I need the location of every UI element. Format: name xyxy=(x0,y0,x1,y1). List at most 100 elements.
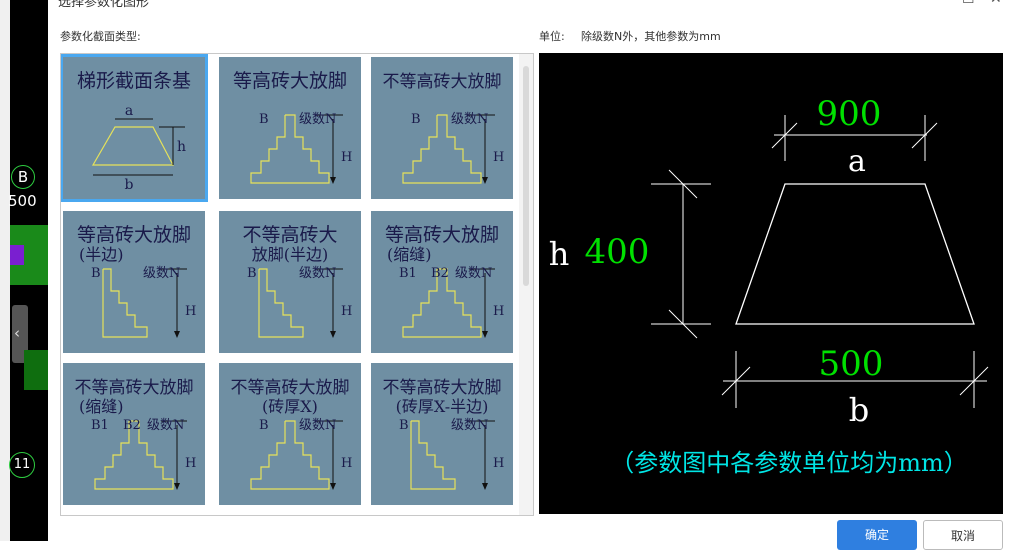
purple-block xyxy=(10,245,24,265)
parametric-shape-dialog: 选择参数化图形 ☐ ✕ 参数化截面类型: 单位: 除级数N外，其他参数为mm 不… xyxy=(48,0,1011,550)
tile-title: 不等高砖大 xyxy=(242,224,337,246)
shape-tile[interactable]: 梯形截面条基 a h b xyxy=(61,54,208,202)
preview-unit-note: （参数图中各参数单位均为mm） xyxy=(610,449,968,477)
close-icon[interactable]: ✕ xyxy=(990,0,1002,7)
tile-subtitle: (砖厚X-半边) xyxy=(396,397,489,416)
tile-label-b: B xyxy=(399,418,409,433)
arrow-down-icon xyxy=(174,483,180,490)
green-block-lower xyxy=(24,350,48,390)
tile-title: 梯形截面条基 xyxy=(77,70,191,92)
arrow-down-icon xyxy=(330,177,336,184)
shape-tile-drawing: 梯形截面条基 a h b xyxy=(77,70,191,193)
shape-tile-drawing: 不等高砖大放脚(砖厚X-半边) B 级数N H xyxy=(383,378,504,490)
tile-label-n: 级数N xyxy=(451,112,488,127)
dialog-title: 选择参数化图形 xyxy=(58,0,150,10)
shape-tile-drawing: 不等高砖大放脚(缩缝) B1 B2 级数N H xyxy=(75,378,196,490)
tile-label-n: 级数N xyxy=(299,112,336,127)
tile-label-h: H xyxy=(185,456,196,471)
tile-label-b1: B1 xyxy=(91,418,109,433)
tile-title: 等高砖大放脚 xyxy=(385,224,499,246)
dim-a-label: a xyxy=(848,144,866,179)
tile-label-h: H xyxy=(341,456,352,471)
tile-subtitle: (半边) xyxy=(79,245,124,264)
tile-title: 不等高砖大放脚 xyxy=(383,72,502,92)
brick-footing-shape xyxy=(402,268,482,338)
tile-label-b: b xyxy=(125,177,134,193)
dim-h-tick-bottom xyxy=(668,309,698,339)
tile-label-h: H xyxy=(493,456,504,471)
brick-footing-shape xyxy=(102,268,148,338)
scrollbar-thumb[interactable] xyxy=(523,66,529,286)
tile-label-h: H xyxy=(341,304,352,319)
tile-label-b2: B2 xyxy=(123,418,141,433)
tile-label-b: B xyxy=(259,418,269,433)
shape-preview: 900 a h 400 500 b （参数图中各参数单位均为mm） xyxy=(539,53,1003,514)
tile-title: 不等高砖大放脚 xyxy=(75,378,194,398)
tile-label-b: B xyxy=(411,112,421,127)
brick-footing-shape xyxy=(250,420,330,490)
dim-b-value: 500 xyxy=(819,344,884,384)
ok-button[interactable]: 确定 xyxy=(837,520,917,550)
axis-bubble-11: 11 xyxy=(9,452,35,478)
tile-label-n: 级数N xyxy=(299,418,336,433)
tile-subtitle: (缩缝) xyxy=(387,245,432,264)
trapezoid-shape xyxy=(735,183,975,325)
tile-title: 等高砖大放脚 xyxy=(77,224,191,246)
cancel-button[interactable]: 取消 xyxy=(923,520,1003,550)
tile-subtitle: 放脚(半边) xyxy=(252,245,329,264)
tile-label-n: 级数N xyxy=(455,266,492,281)
tile-label-n: 级数N xyxy=(451,418,488,433)
axis-bubble-b: B xyxy=(11,165,35,189)
section-type-label: 参数化截面类型: xyxy=(60,30,141,43)
collapse-chevron-icon[interactable]: ‹ xyxy=(14,324,20,342)
tile-title: 不等高砖大放脚 xyxy=(383,378,502,398)
brick-footing-shape xyxy=(250,114,330,184)
dim-b-label: b xyxy=(849,391,869,429)
brick-footing-shape xyxy=(410,420,456,490)
arrow-down-icon xyxy=(482,331,488,338)
dim-h-tick-top xyxy=(668,169,698,199)
tile-title: 不等高砖大放脚 xyxy=(231,378,350,398)
trapezoid-shape xyxy=(91,126,174,166)
shape-tile[interactable]: 不等高砖大放脚(砖厚X-半边) B 级数N H xyxy=(371,363,513,505)
tile-subtitle: (缩缝) xyxy=(79,397,124,416)
arrow-down-icon xyxy=(330,331,336,338)
tile-label-n: 级数N xyxy=(147,418,184,433)
grid-scrollbar[interactable] xyxy=(519,54,533,515)
dim-a-value: 900 xyxy=(817,94,882,134)
arrow-down-icon xyxy=(482,483,488,490)
dimension-500: 500 xyxy=(8,192,37,210)
brick-footing-shape xyxy=(94,420,174,490)
tile-label-a: a xyxy=(125,103,133,119)
tile-label-b: B xyxy=(259,112,269,127)
brick-footing-shape xyxy=(258,268,304,338)
tile-label-h: H xyxy=(493,304,504,319)
maximize-icon[interactable]: ☐ xyxy=(962,0,975,7)
shape-tile[interactable]: 不等高砖大放脚(缩缝) B1 B2 级数N H xyxy=(63,363,205,505)
dim-h-value: 400 xyxy=(585,232,650,272)
dim-h-label: h xyxy=(549,235,570,273)
background-cad-strip: B 500 ‹ 11 xyxy=(0,0,48,541)
tile-label-b: B xyxy=(247,266,257,281)
gray-block xyxy=(12,305,28,363)
background-left-edge xyxy=(0,0,10,541)
arrow-down-icon xyxy=(482,177,488,184)
dim-a-tick-right xyxy=(911,122,938,149)
tile-title: 等高砖大放脚 xyxy=(233,70,347,92)
arrow-down-icon xyxy=(330,483,336,490)
tile-label-h: H xyxy=(185,304,196,319)
dim-b-tick-left xyxy=(721,366,751,396)
tile-label-h: h xyxy=(177,139,186,155)
